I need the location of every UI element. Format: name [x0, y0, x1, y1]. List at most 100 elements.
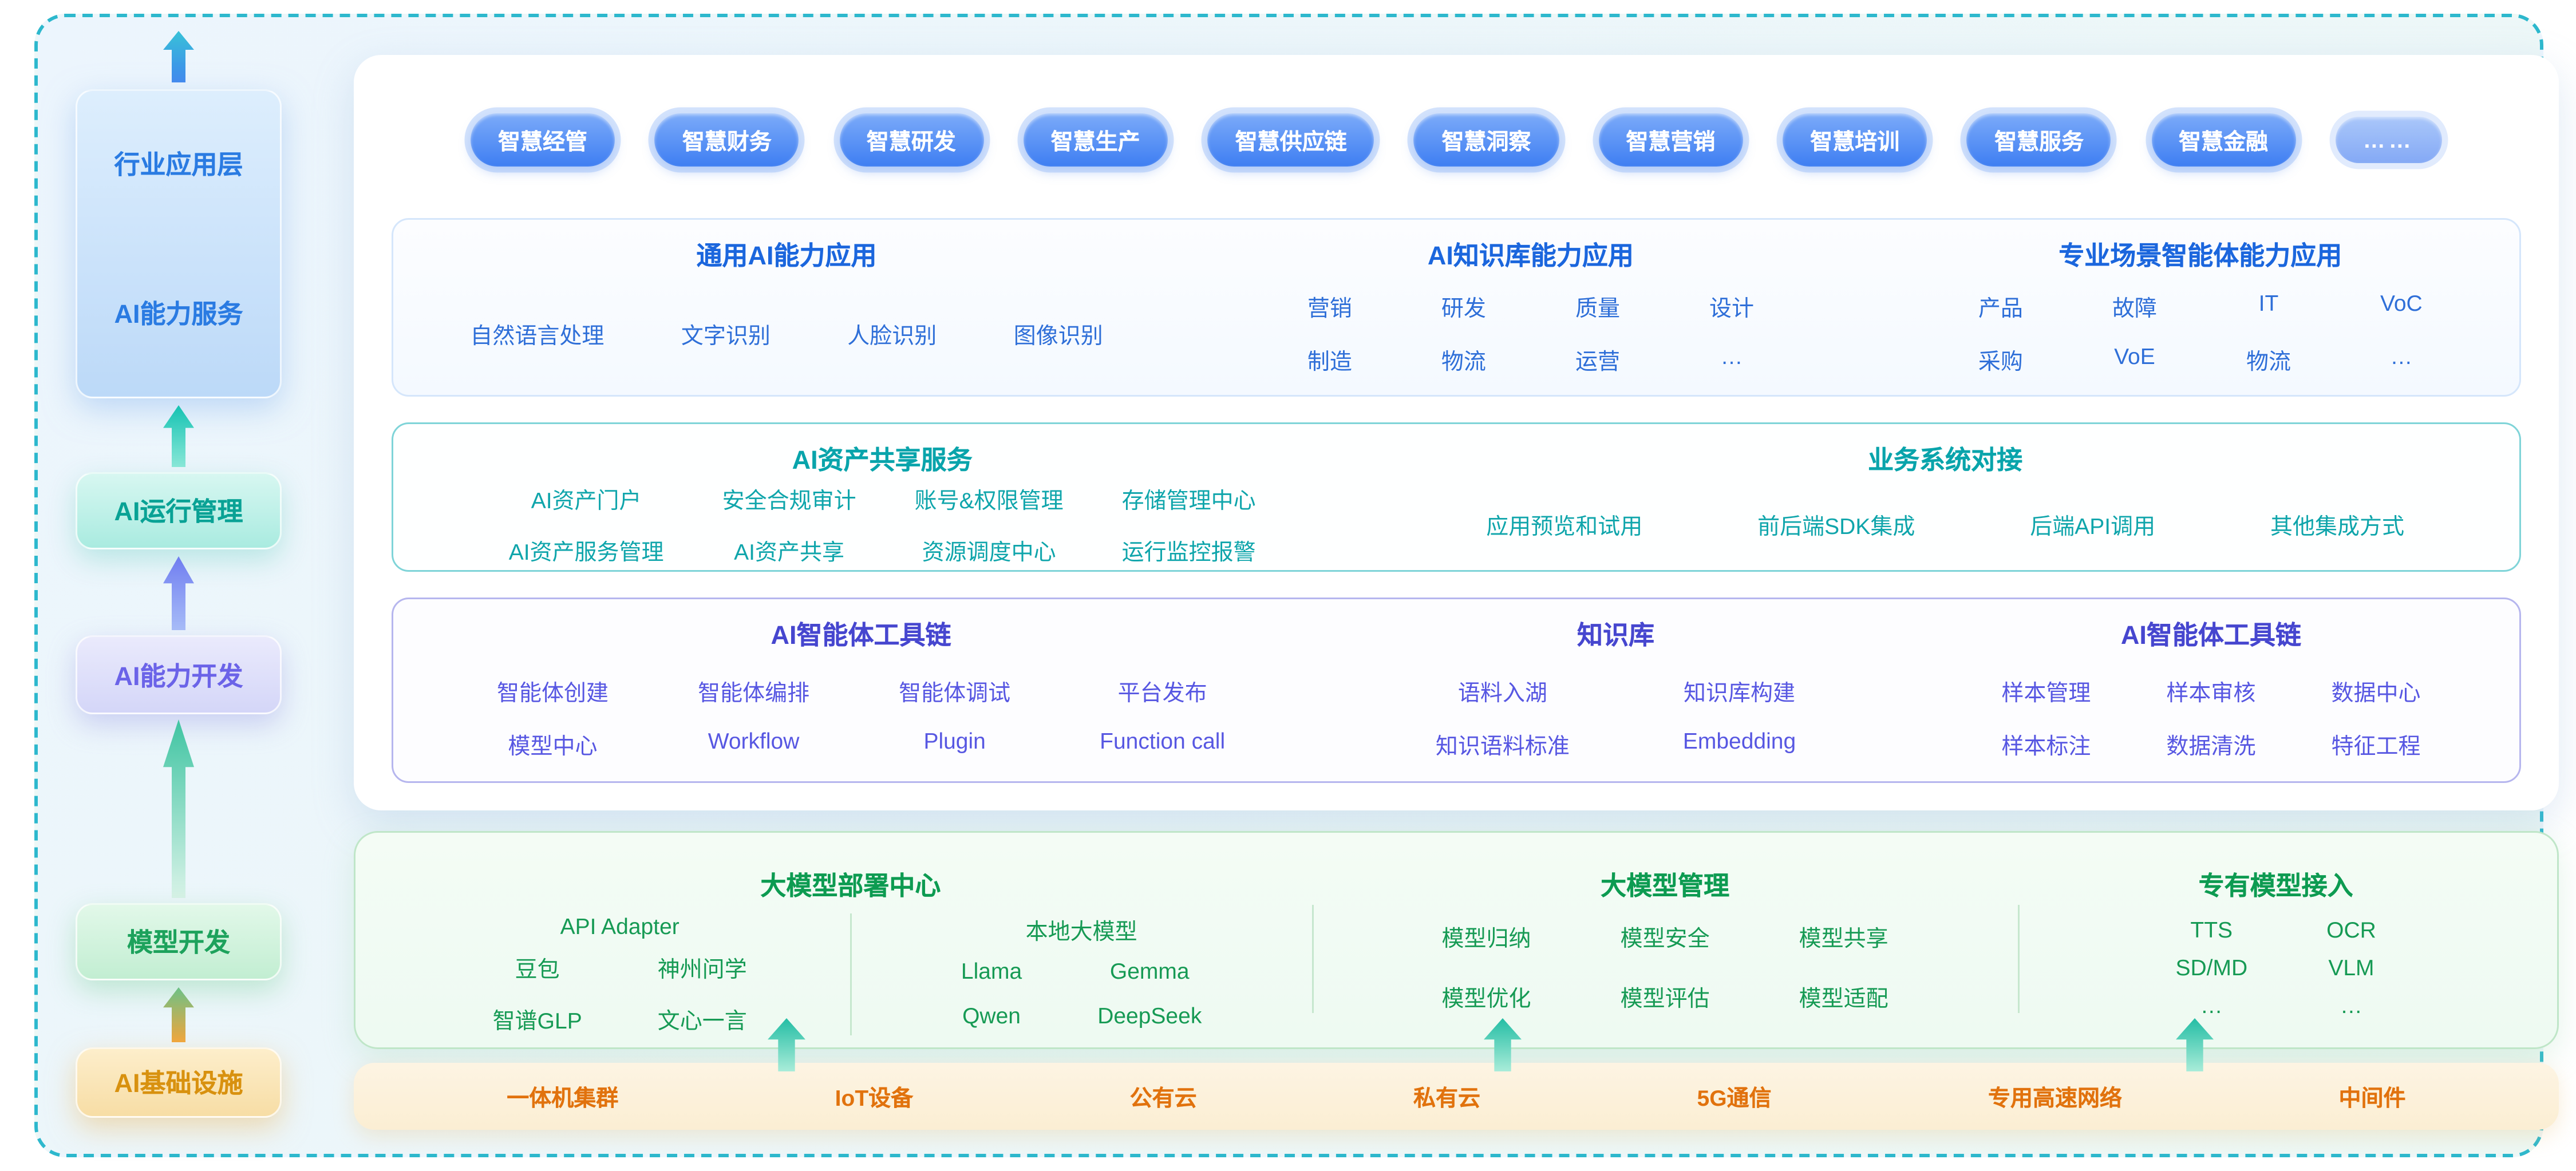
capability-item: 自然语言处理: [470, 322, 605, 349]
data-toolchain-items: 样本管理样本审核数据中心样本标注数据清洗特征工程: [2001, 674, 2420, 760]
model-item: 智谱GLP: [492, 1008, 582, 1034]
up-arrow-icon: [163, 405, 194, 467]
toolchain-item: 模型中心: [508, 733, 598, 759]
model-item: Gemma: [1109, 958, 1190, 984]
api-adapter-items: 豆包 神州问学智谱GLP 文心一言: [493, 951, 747, 1035]
ai-capability-application-section: 通用AI能力应用 自然语言处理文字识别人脸识别图像识别 AI知识库能力应用 营销…: [392, 218, 2521, 396]
toolchain-item: 智能体调试: [899, 679, 1011, 706]
industry-app-pill: 智慧服务: [1967, 113, 2112, 167]
infrastructure-item: 公有云: [1129, 1085, 1197, 1111]
up-arrow-icon: [163, 987, 194, 1042]
capability-item: IT: [2258, 290, 2279, 317]
toolchain-item: 智能体创建: [497, 679, 609, 706]
capability-item: 物流: [2246, 349, 2291, 375]
capability-item: 物流: [1441, 349, 1486, 375]
data-item: 样本标注: [2001, 733, 2091, 759]
capability-item: 产品: [1978, 295, 2023, 322]
layer-label-ai-capability-service: AI能力服务: [114, 300, 243, 330]
industry-app-pills: 智慧经管智慧财务智慧研发智慧生产智慧供应链智慧洞察智慧营销智慧培训智慧服务智慧金…: [471, 113, 2442, 167]
industry-app-pill: 智慧洞察: [1414, 113, 1559, 167]
model-item: 神州问学: [657, 956, 747, 982]
model-item: Qwen: [962, 1003, 1021, 1028]
layer-ai-infrastructure: AI基础设施: [76, 1047, 282, 1118]
model-item: 豆包: [515, 956, 560, 982]
section-title: AI资产共享服务: [792, 445, 973, 475]
toolchain-item: Function call: [1100, 727, 1226, 754]
model-item: …: [2200, 991, 2223, 1018]
asset-item: 存储管理中心: [1121, 486, 1256, 513]
asset-item: 运行监控报警: [1121, 538, 1256, 564]
knowledge-item: 知识语料标准: [1435, 733, 1570, 759]
general-ai-capability-group: 通用AI能力应用 自然语言处理文字识别人脸识别图像识别: [393, 220, 1180, 394]
subgroup-label: 本地大模型: [1025, 919, 1137, 944]
data-item: 特征工程: [2331, 733, 2421, 759]
infrastructure-item: IoT设备: [835, 1085, 914, 1111]
layer-label: AI基础设施: [114, 1070, 243, 1099]
model-item: VLM: [2328, 954, 2374, 980]
layer-label: AI运行管理: [114, 498, 243, 527]
up-arrow-icon: [163, 719, 194, 898]
integration-item: 前后端SDK集成: [1757, 512, 1915, 539]
model-item: 模型适配: [1799, 986, 1888, 1011]
toolchain-item: 平台发布: [1117, 679, 1207, 706]
capability-item: 文字识别: [681, 322, 771, 349]
api-adapter-subgroup: API Adapter 豆包 神州问学智谱GLP 文心一言: [390, 913, 850, 1035]
model-item: 文心一言: [657, 1008, 747, 1034]
industry-app-pill: 智慧生产: [1023, 113, 1168, 167]
model-item: TTS: [2190, 916, 2233, 942]
asset-item: AI资产共享: [734, 538, 845, 564]
model-item: 模型优化: [1441, 986, 1531, 1011]
industry-app-pill: 智慧培训: [1783, 113, 1927, 167]
layer-label: 模型开发: [127, 929, 230, 958]
integration-item: 后端API调用: [2030, 512, 2156, 539]
capability-item: 图像识别: [1013, 322, 1103, 349]
data-item: 样本审核: [2166, 679, 2256, 706]
up-arrow-icon: [2176, 1018, 2214, 1071]
infrastructure-item: 专用高速网络: [1988, 1085, 2123, 1111]
layer-ai-capability-dev: AI能力开发: [76, 635, 282, 714]
capability-item: VoC: [2380, 290, 2423, 317]
model-item: …: [2340, 991, 2362, 1018]
infrastructure-item: 中间件: [2338, 1085, 2406, 1111]
capability-item: …: [2390, 343, 2413, 370]
industry-app-pill: 智慧供应链: [1207, 113, 1374, 167]
model-item: 模型评估: [1620, 986, 1710, 1011]
infrastructure-item: 一体机集群: [507, 1085, 619, 1111]
application-capability-panel: 智慧经管智慧财务智慧研发智慧生产智慧供应链智慧洞察智慧营销智慧培训智慧服务智慧金…: [354, 55, 2559, 810]
up-arrow-icon: [163, 556, 194, 630]
knowledge-item: Embedding: [1682, 727, 1796, 754]
model-item: 模型共享: [1799, 925, 1888, 951]
capability-item: 制造: [1307, 349, 1352, 375]
business-integration-group: 业务系统对接 应用预览和试用前后端SDK集成后端API调用其他集成方式: [1371, 424, 2519, 571]
subgroup-label: API Adapter: [560, 913, 679, 939]
section-title: AI知识库能力应用: [1427, 242, 1634, 271]
layer-label-industry-app: 行业应用层: [114, 151, 243, 180]
industry-app-pill: 智慧研发: [839, 113, 983, 167]
layer-label: AI能力开发: [114, 662, 243, 691]
ai-knowledge-capability-group: AI知识库能力应用 营销研发质量设计制造物流运营…: [1180, 220, 1882, 394]
model-item: 模型归纳: [1441, 925, 1531, 951]
asset-item: 账号&权限管理: [914, 486, 1064, 513]
industry-app-pill: 智慧财务: [654, 113, 799, 167]
model-item: SD/MD: [2175, 954, 2248, 980]
up-arrow-icon: [768, 1018, 805, 1071]
capability-item: 研发: [1441, 295, 1486, 322]
integration-item: 其他集成方式: [2270, 512, 2405, 539]
asset-item: AI资产服务管理: [508, 538, 664, 564]
industry-app-pill: 智慧经管: [471, 113, 615, 167]
section-title: 业务系统对接: [1868, 445, 2023, 475]
capability-item: 质量: [1575, 295, 1620, 322]
capability-item: 人脸识别: [847, 322, 937, 349]
capability-item: 运营: [1575, 349, 1620, 375]
capability-item: …: [1720, 343, 1743, 370]
